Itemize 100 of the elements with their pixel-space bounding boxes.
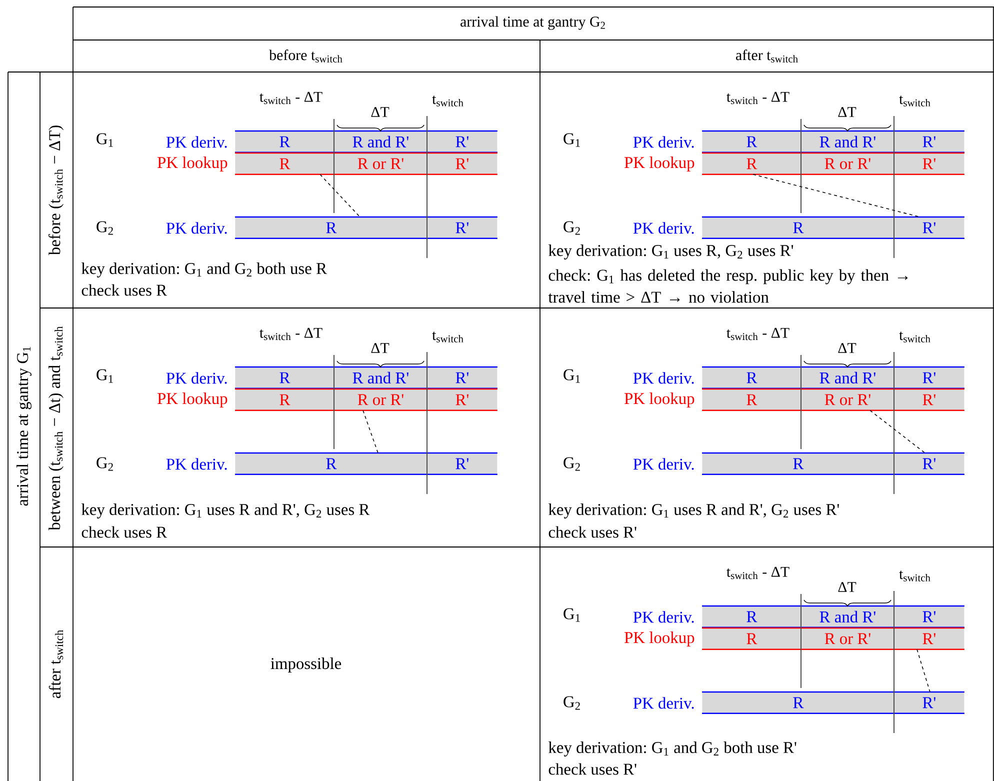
note-text: check uses R (82, 284, 167, 296)
timeline-segment: R and R' (801, 130, 894, 153)
cell-text: impossible (270, 658, 342, 672)
process-label: PK deriv. (166, 372, 227, 384)
timeline-segment: R or R' (801, 152, 894, 175)
timeline-segment: R' (894, 130, 964, 153)
timeline-segment: R' (894, 388, 964, 411)
timeline-segment: R' (427, 216, 498, 239)
timeline-segment: R' (427, 366, 498, 389)
time-label: t$_{switch}$ (432, 332, 464, 342)
timeline-segment: R' (427, 388, 498, 411)
time-label: t$_{switch}$ (432, 96, 464, 106)
node-label: R or R' (358, 394, 404, 406)
node-label: R (280, 136, 290, 148)
process-label: PK deriv. (633, 372, 694, 384)
node-label: R' (456, 222, 468, 234)
node-label: R' (922, 611, 936, 622)
timeline-segment: R and R' (334, 366, 428, 389)
timeline-segment: R' (427, 452, 498, 475)
node-label: R (746, 611, 758, 622)
node-label: R' (922, 158, 936, 170)
note-text: check uses R' (548, 526, 636, 538)
timeline-segment: R and R' (334, 130, 428, 153)
timeline-segment: R' (427, 152, 498, 175)
timeline-segment: R' (894, 605, 964, 628)
process-label: PK lookup (158, 392, 228, 408)
gantry-label: G$_{2}$ (564, 696, 580, 710)
timeline-segment: R (235, 152, 334, 175)
gantry-label: G$_{2}$ (564, 457, 580, 471)
node-label: R (326, 458, 337, 470)
time-label: t$_{switch}$ - ΔT (726, 328, 790, 340)
node-label: R' (922, 633, 936, 644)
dashed-connector (870, 410, 926, 454)
node-label: R and R' (820, 136, 876, 148)
time-label: t$_{switch}$ (899, 96, 930, 106)
gantry-label: G$_{1}$ (96, 369, 113, 383)
row-header: between (t$_{switch}$ − Δt) and t$_{switch}$ (48, 326, 64, 530)
node-label: R (746, 158, 758, 170)
row-header: arrival time at gantry G$_{1}$ (16, 346, 32, 506)
process-label: PK deriv. (633, 136, 694, 148)
process-label: PK lookup (158, 156, 228, 172)
timeline-segment: R (235, 366, 334, 389)
node-label: R and R' (820, 372, 876, 384)
gantry-label: G$_{1}$ (564, 133, 580, 147)
process-label: PK lookup (624, 632, 694, 646)
column-header: arrival time at gantry G$_{2}$ (460, 16, 605, 30)
node-label: R (280, 158, 290, 170)
timeline-segment: R' (894, 366, 964, 389)
node-label: R (746, 136, 758, 148)
node-label: R' (456, 458, 468, 470)
node-label: R and R' (820, 610, 876, 622)
column-header: before t$_{switch}$ (269, 50, 342, 62)
node-label: R and R' (352, 372, 408, 384)
node-label: R (746, 372, 758, 384)
gantry-label: G$_{1}$ (564, 608, 580, 622)
interval-label: ΔT (371, 107, 390, 117)
note-text: key derivation: G$_{1}$ uses R, G$_{2}$ uses R' (548, 244, 794, 260)
node-label: R and R' (352, 136, 408, 148)
note-text: check uses R (82, 526, 167, 538)
process-label: PK deriv. (633, 458, 694, 470)
timeline-segment: R (702, 366, 802, 389)
interval-label: ΔT (838, 107, 856, 117)
node-label: R (326, 222, 337, 234)
time-label: t$_{switch}$ - ΔT (726, 92, 790, 104)
timeline-segment: R (702, 152, 802, 175)
node-label: R (280, 394, 290, 406)
node-label: R' (922, 697, 936, 708)
time-label: t$_{switch}$ (899, 332, 930, 342)
process-label: PK deriv. (166, 136, 227, 148)
interval-label: ΔT (838, 343, 856, 353)
node-label: R' (456, 372, 468, 384)
timeline-segment: R' (894, 452, 964, 475)
node-label: R or R' (824, 633, 870, 644)
timeline-segment: R (235, 130, 334, 153)
dashed-connector (752, 174, 920, 218)
node-label: R or R' (824, 158, 870, 170)
node-label: R' (922, 458, 936, 470)
timeline-segment: R' (894, 627, 964, 650)
node-label: R' (922, 372, 936, 384)
process-label: PK deriv. (633, 611, 694, 623)
gantry-label: G$_{1}$ (96, 133, 113, 147)
process-label: PK deriv. (633, 697, 694, 709)
timeline-segment: R (702, 627, 802, 650)
column-header: after t$_{switch}$ (736, 50, 798, 62)
node-label: R (793, 458, 804, 470)
process-label: PK deriv. (166, 458, 227, 470)
time-label: t$_{switch}$ - ΔT (260, 328, 322, 340)
timeline-segment: R or R' (801, 627, 894, 650)
node-label: R' (456, 136, 468, 148)
dashed-connector (362, 410, 378, 454)
note-text: key derivation: G$_{1}$ uses R and R', G$_{2}$ uses R (82, 504, 370, 518)
timeline-segment: R (702, 130, 802, 153)
timeline-segment: R or R' (334, 388, 428, 411)
interval-label: ΔT (371, 343, 390, 353)
timeline-segment: R' (894, 691, 964, 714)
gantry-label: G$_{1}$ (564, 369, 580, 383)
dashed-connector (320, 174, 360, 218)
note-text: key derivation: G$_{1}$ uses R and R', G$_{2}$ uses R' (548, 504, 839, 518)
timeline-segment: R (235, 388, 334, 411)
dashed-connector (916, 649, 930, 692)
